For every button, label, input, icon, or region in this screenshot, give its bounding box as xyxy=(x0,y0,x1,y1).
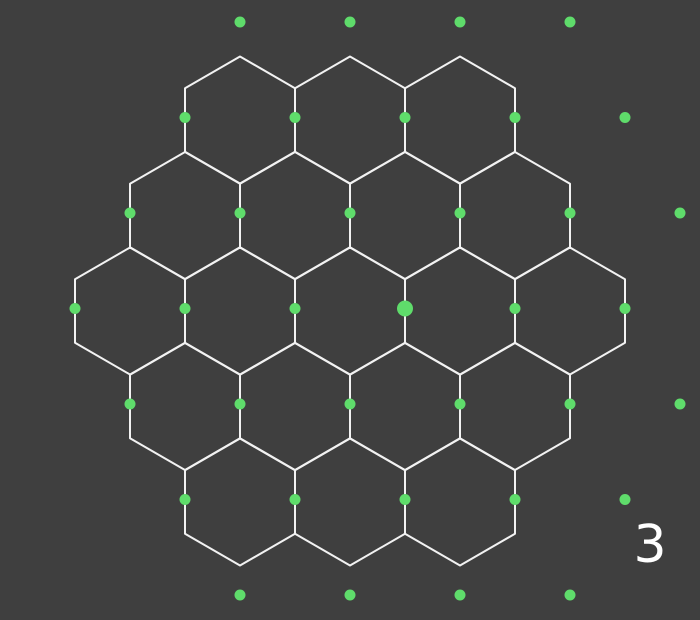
grid-dot[interactable] xyxy=(674,398,686,410)
grid-dot[interactable] xyxy=(234,207,246,219)
grid-dot[interactable] xyxy=(344,16,356,28)
grid-dot[interactable] xyxy=(619,112,631,123)
hex-cell xyxy=(404,437,516,567)
grid-dot[interactable] xyxy=(564,398,576,410)
grid-dot[interactable] xyxy=(509,112,521,123)
grid-dot[interactable] xyxy=(564,207,576,219)
grid-dot[interactable] xyxy=(234,16,246,28)
grid-dot[interactable] xyxy=(179,303,191,314)
grid-dot[interactable] xyxy=(289,303,301,314)
grid-dot[interactable] xyxy=(509,494,521,505)
grid-dot[interactable] xyxy=(344,589,356,601)
grid-dot[interactable] xyxy=(344,207,356,219)
grid-dot[interactable] xyxy=(399,494,411,505)
grid-dot[interactable] xyxy=(179,494,191,505)
grid-dot[interactable] xyxy=(564,589,576,601)
grid-dot[interactable] xyxy=(234,398,246,410)
grid-dot[interactable] xyxy=(69,303,81,314)
grid-dot[interactable] xyxy=(234,589,246,601)
selected-dot[interactable] xyxy=(397,300,413,317)
grid-dot[interactable] xyxy=(344,398,356,410)
hex-grid xyxy=(74,55,626,567)
grid-dot[interactable] xyxy=(674,207,686,219)
grid-dot[interactable] xyxy=(454,398,466,410)
grid-dot[interactable] xyxy=(619,494,631,505)
grid-dot[interactable] xyxy=(454,16,466,28)
grid-dot[interactable] xyxy=(124,398,136,410)
grid-dot[interactable] xyxy=(509,303,521,314)
dot-grid[interactable] xyxy=(69,16,686,601)
grid-dot[interactable] xyxy=(124,207,136,219)
grid-dot[interactable] xyxy=(289,112,301,123)
grid-dot[interactable] xyxy=(619,303,631,314)
grid-dot[interactable] xyxy=(454,589,466,601)
grid-dot[interactable] xyxy=(289,494,301,505)
grid-dot[interactable] xyxy=(179,112,191,123)
grid-dot[interactable] xyxy=(564,16,576,28)
grid-dot[interactable] xyxy=(399,112,411,123)
move-counter: 3 xyxy=(633,515,667,575)
grid-dot[interactable] xyxy=(454,207,466,219)
